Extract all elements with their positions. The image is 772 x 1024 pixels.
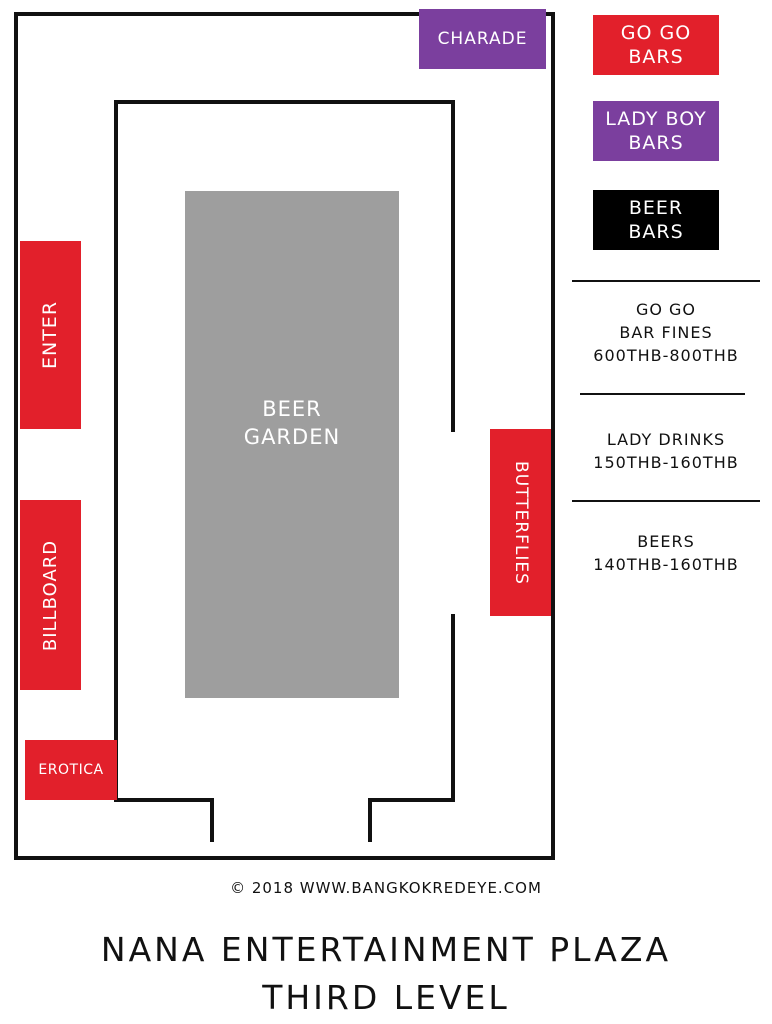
venue-charade-label: CHARADE: [437, 29, 528, 49]
beers-info: BEERS 140THB-160THB: [593, 532, 739, 574]
venue-charade[interactable]: CHARADE: [419, 9, 546, 69]
beer-garden-label: BEER GARDEN: [243, 397, 341, 449]
legend-lady-boy-bars: LADY BOY BARS: [593, 101, 719, 161]
venue-erotica[interactable]: EROTICA: [25, 740, 117, 800]
legend-go-go-bars: GO GO BARS: [593, 15, 719, 75]
venue-erotica-label: EROTICA: [38, 762, 104, 778]
divider-1: [572, 280, 760, 282]
venue-billboard-label: BILLBOARD: [40, 539, 61, 651]
lady-drinks-info: LADY DRINKS 150THB-160THB: [593, 430, 739, 472]
venue-enter[interactable]: ENTER: [20, 241, 81, 429]
bar-fines-info: GO GO BAR FINES 600THB-800THB: [593, 300, 739, 365]
legend-beer-bars: BEER BARS: [593, 190, 719, 250]
venue-enter-label: ENTER: [39, 300, 62, 370]
copyright-text: © 2018 WWW.BANGKOKREDEYE.COM: [230, 879, 542, 897]
page-title: NANA ENTERTAINMENT PLAZA THIRD LEVEL: [100, 930, 672, 1017]
divider-2: [580, 393, 745, 395]
venue-billboard[interactable]: BILLBOARD: [20, 500, 81, 690]
venue-butterflies-label: BUTTERFLIES: [510, 460, 531, 585]
divider-3: [572, 500, 760, 502]
venue-butterflies[interactable]: BUTTERFLIES: [490, 429, 551, 616]
beer-garden: [185, 191, 399, 698]
